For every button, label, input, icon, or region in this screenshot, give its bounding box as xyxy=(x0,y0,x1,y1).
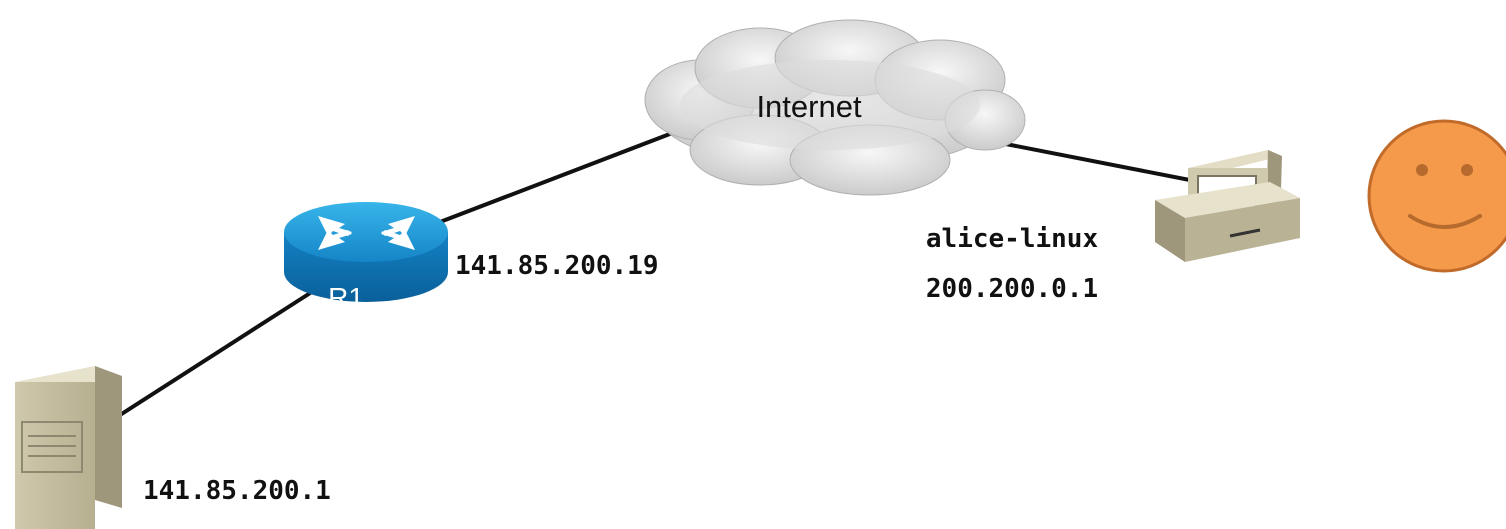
computer-icon xyxy=(1155,150,1300,262)
cloud-label: Internet xyxy=(756,89,862,124)
router-ip-label: 141.85.200.19 xyxy=(455,251,659,281)
network-links xyxy=(118,130,1201,417)
router-r1[interactable]: R1 xyxy=(284,202,448,313)
server[interactable] xyxy=(15,366,122,529)
server-icon xyxy=(15,366,122,529)
host-ip-label: 200.200.0.1 xyxy=(926,274,1098,304)
link-server-router xyxy=(118,286,320,417)
host-alice-linux[interactable] xyxy=(1155,150,1300,262)
link-internet-host xyxy=(974,136,1201,184)
smiley-face-icon xyxy=(1367,119,1506,273)
internet-cloud: Internet xyxy=(644,19,1026,196)
host-hostname-label: alice-linux xyxy=(926,224,1098,254)
server-ip-label: 141.85.200.1 xyxy=(143,476,331,506)
link-router-internet xyxy=(439,130,676,224)
router-label: R1 xyxy=(328,282,364,313)
router-icon xyxy=(284,202,448,302)
